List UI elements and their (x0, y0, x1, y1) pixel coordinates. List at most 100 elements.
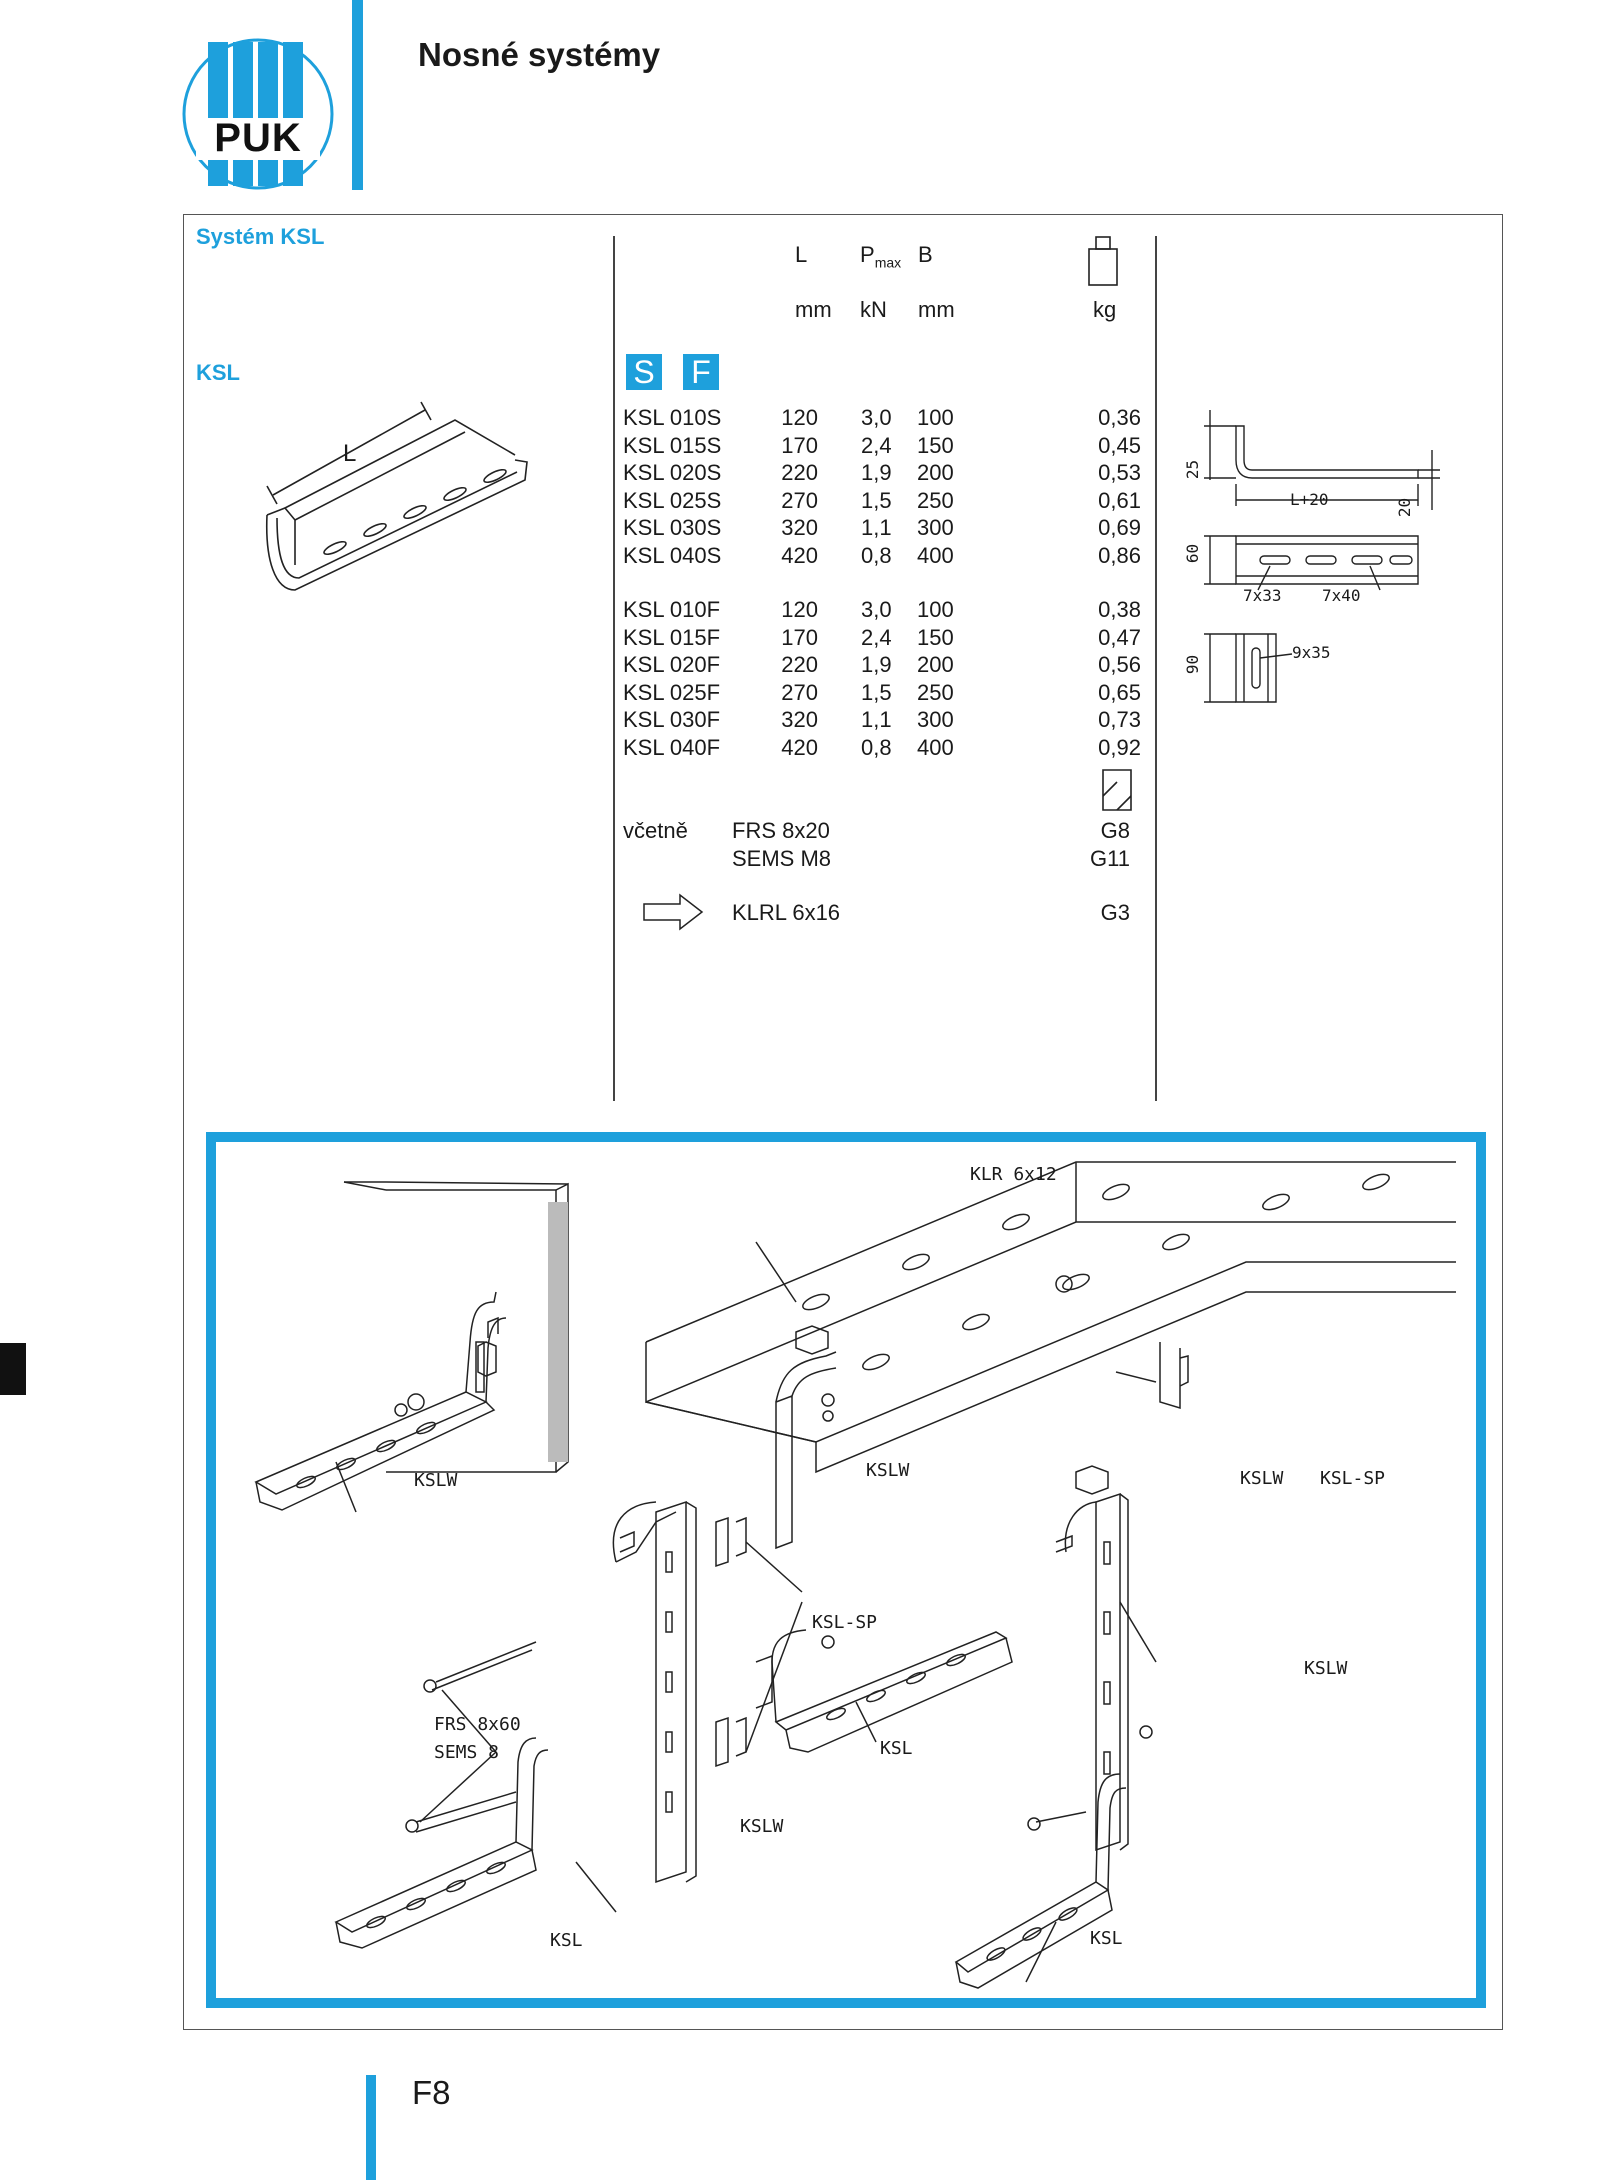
system-label: Systém KSL (196, 224, 325, 249)
row-L: 170 (781, 624, 818, 650)
row-code: KSL 010S (623, 405, 722, 430)
accessory-name: FRS 8x20 (732, 818, 830, 843)
length-label: L (343, 440, 357, 467)
dim-90: 90 (1183, 654, 1203, 675)
dim-60: 60 (1183, 543, 1203, 564)
header-accent-bar (352, 0, 363, 190)
profile-end-drawing (1204, 633, 1293, 703)
accessory-name: SEMS M8 (732, 846, 832, 871)
row-kg: 0,53 (1098, 460, 1141, 485)
row-kg: 0,47 (1098, 624, 1141, 650)
row-L: 270 (781, 487, 818, 513)
label-kslw-mid: KSLW (740, 1816, 784, 1837)
header-L: L (795, 242, 808, 267)
puk-logo: PUK (180, 36, 336, 192)
row-code: KSL 030S (623, 515, 722, 540)
row-kg: 0,69 (1098, 515, 1141, 540)
page-title: Nosné systémy (418, 36, 661, 73)
content-frame (183, 214, 1503, 2030)
header-B: B (918, 242, 933, 267)
label-sems: SEMS 8 (434, 1742, 500, 1763)
page-reference-icon (1102, 769, 1132, 811)
label-kslw-right: KSLW (1304, 1658, 1348, 1679)
row-P: 2,4 (861, 432, 892, 458)
row-P: 0,8 (861, 734, 892, 760)
row-B: 250 (917, 487, 954, 513)
unit-kg: kg (1093, 297, 1117, 322)
label-ksl-left: KSL (550, 1930, 583, 1951)
row-P: 3,0 (861, 597, 892, 622)
row-P: 1,5 (861, 487, 892, 513)
row-B: 300 (917, 707, 954, 732)
row-P: 2,4 (861, 624, 892, 650)
assembly-illustration (206, 1132, 1486, 2008)
label-frs: FRS 8x60 (434, 1714, 521, 1735)
row-kg: 0,86 (1098, 542, 1141, 568)
row-kg: 0,61 (1098, 487, 1141, 513)
row-B: 400 (917, 542, 954, 568)
row-L: 320 (781, 515, 818, 540)
row-L: 120 (781, 597, 818, 622)
row-L: 320 (781, 707, 818, 732)
row-code: KSL 015S (623, 432, 722, 458)
unit-mm-B: mm (918, 297, 955, 322)
row-L: 170 (781, 432, 818, 458)
row-B: 100 (917, 405, 954, 430)
row-B: 150 (917, 432, 954, 458)
unit-kN: kN (860, 297, 887, 322)
row-kg: 0,36 (1098, 405, 1141, 430)
dim-25: 25 (1183, 459, 1203, 480)
label-kslw-wall: KSLW (414, 1470, 458, 1491)
material-badge-s: S (626, 354, 662, 390)
row-code: KSL 025S (623, 487, 722, 513)
logo-text: PUK (214, 116, 302, 160)
row-B: 200 (917, 460, 954, 485)
label-klr: KLR 6x12 (970, 1164, 1057, 1185)
row-B: 200 (917, 652, 954, 677)
label-ksl-center: KSL (880, 1738, 913, 1759)
ksl-bracket-drawing (265, 401, 528, 591)
row-code: KSL 010F (623, 597, 721, 622)
row-kg: 0,45 (1098, 432, 1141, 458)
row-code: KSL 015F (623, 624, 721, 650)
row-P: 0,8 (861, 542, 892, 568)
row-code: KSL 020F (623, 652, 721, 677)
accessory-ref: G11 (1090, 846, 1130, 871)
dim-20: 20 (1395, 497, 1415, 518)
assembly-drawing (254, 1161, 1456, 1989)
row-L: 220 (781, 652, 818, 677)
profile-side-drawing (1204, 410, 1440, 510)
row-P: 1,9 (861, 460, 892, 485)
row-P: 1,5 (861, 679, 892, 705)
row-B: 250 (917, 679, 954, 705)
puk-logo-mark (182, 38, 334, 190)
row-kg: 0,38 (1098, 597, 1141, 622)
row-kg: 0,73 (1098, 707, 1141, 732)
row-code: KSL 020S (623, 460, 722, 485)
label-ksl-right: KSL (1090, 1928, 1123, 1949)
row-L: 420 (781, 734, 818, 760)
row-kg: 0,56 (1098, 652, 1141, 677)
label-ksl-sp-center: KSL-SP (812, 1612, 878, 1633)
profile-top-drawing (1204, 535, 1419, 591)
section-tab-marker (0, 1343, 26, 1395)
header-Pmax: Pmax (860, 242, 901, 270)
weight-icon (1088, 236, 1118, 286)
row-B: 150 (917, 624, 954, 650)
label-kslw-tray: KSLW (1240, 1468, 1284, 1489)
row-P: 1,1 (861, 515, 892, 540)
arrow-right-icon (643, 893, 704, 931)
accessory-ref: G8 (1100, 818, 1130, 843)
row-L: 220 (781, 460, 818, 485)
including-label: včetně (623, 818, 688, 843)
row-B: 300 (917, 515, 954, 540)
row-B: 100 (917, 597, 954, 622)
row-code: KSL 040F (623, 734, 721, 760)
row-L: 120 (781, 405, 818, 430)
header-Pmax-text: Pmax (860, 242, 902, 271)
row-L: 270 (781, 679, 818, 705)
column-divider-right (1155, 236, 1157, 1101)
row-kg: 0,92 (1098, 734, 1141, 760)
dim-L20: L+20 (1290, 490, 1329, 509)
row-code: KSL 040S (623, 542, 722, 568)
